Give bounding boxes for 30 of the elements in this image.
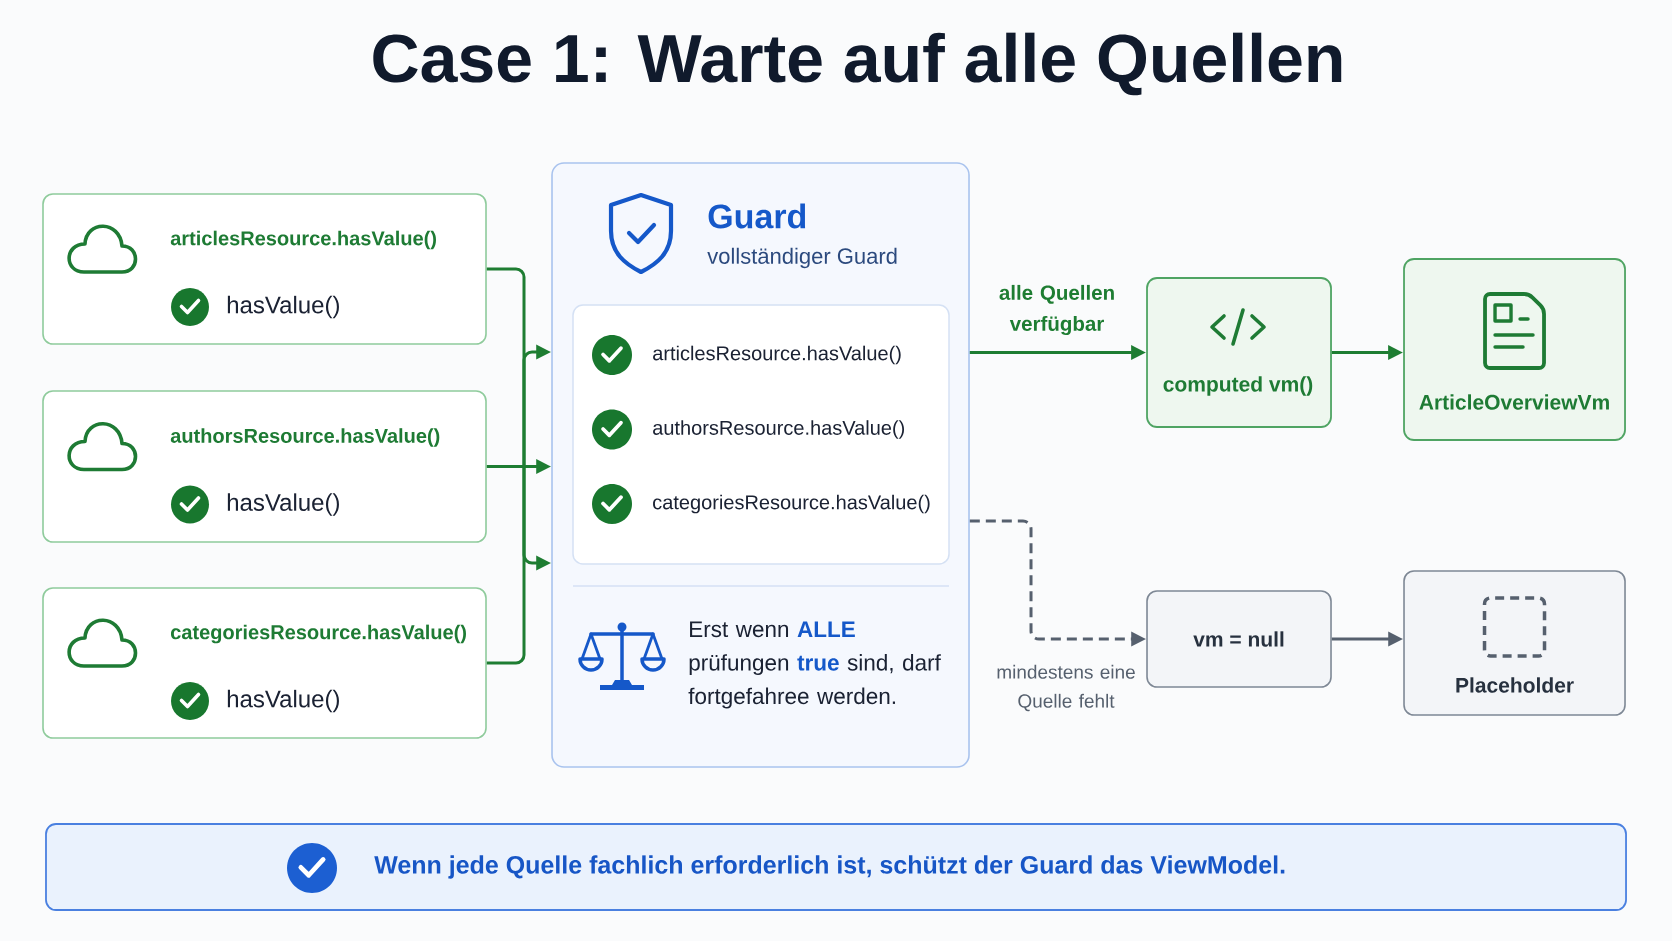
edge-label: alle Quellen verfügbar: [999, 284, 1114, 336]
method-name: categoriesResource.hasValue(): [171, 624, 466, 644]
method-name: authorsResource.hasValue(): [170, 428, 440, 447]
box-label: ArticleOverviewVm: [1419, 394, 1609, 410]
note-banner: [45, 823, 1627, 911]
status-text: hasValue(): [227, 295, 339, 319]
process-box: [1146, 277, 1332, 428]
condition-text: authorsResource.hasValue(): [653, 420, 905, 439]
method-name: articlesResource.hasValue(): [170, 230, 436, 250]
status-text: hasValue(): [227, 689, 339, 713]
title: Case 1: Warte auf alle Quellen: [373, 32, 1342, 96]
placeholder-box: [1403, 570, 1626, 716]
panel-subtitle: vollständiger Guard: [707, 247, 897, 269]
box-label: Placeholder: [1456, 677, 1574, 693]
panel-title: Guard: [708, 203, 806, 229]
box-label: computed vm(): [1163, 376, 1313, 396]
box-label: vm = null: [1193, 631, 1284, 647]
resource-card: [42, 587, 487, 739]
note-text: Erst wenn ALLE prüfungen true sind, darf fortgefahree werden.: [688, 621, 941, 709]
condition-text: categoriesResource.hasValue(): [653, 494, 930, 514]
status-text: hasValue(): [227, 493, 339, 516]
result-box: [1403, 258, 1626, 441]
edge-label: mindestens eine Quelle fehlt: [997, 664, 1135, 712]
check-list-box: [572, 304, 950, 565]
resource-card: [42, 193, 487, 345]
banner-text: Wenn jede Quelle fachlich erforderlich ist, schützt der Guard das ViewModel.: [374, 855, 1285, 879]
resource-card: [42, 390, 487, 543]
condition-text: articlesResource.hasValue(): [653, 345, 901, 365]
state-box: [1146, 590, 1332, 688]
guard-panel: [551, 162, 970, 768]
